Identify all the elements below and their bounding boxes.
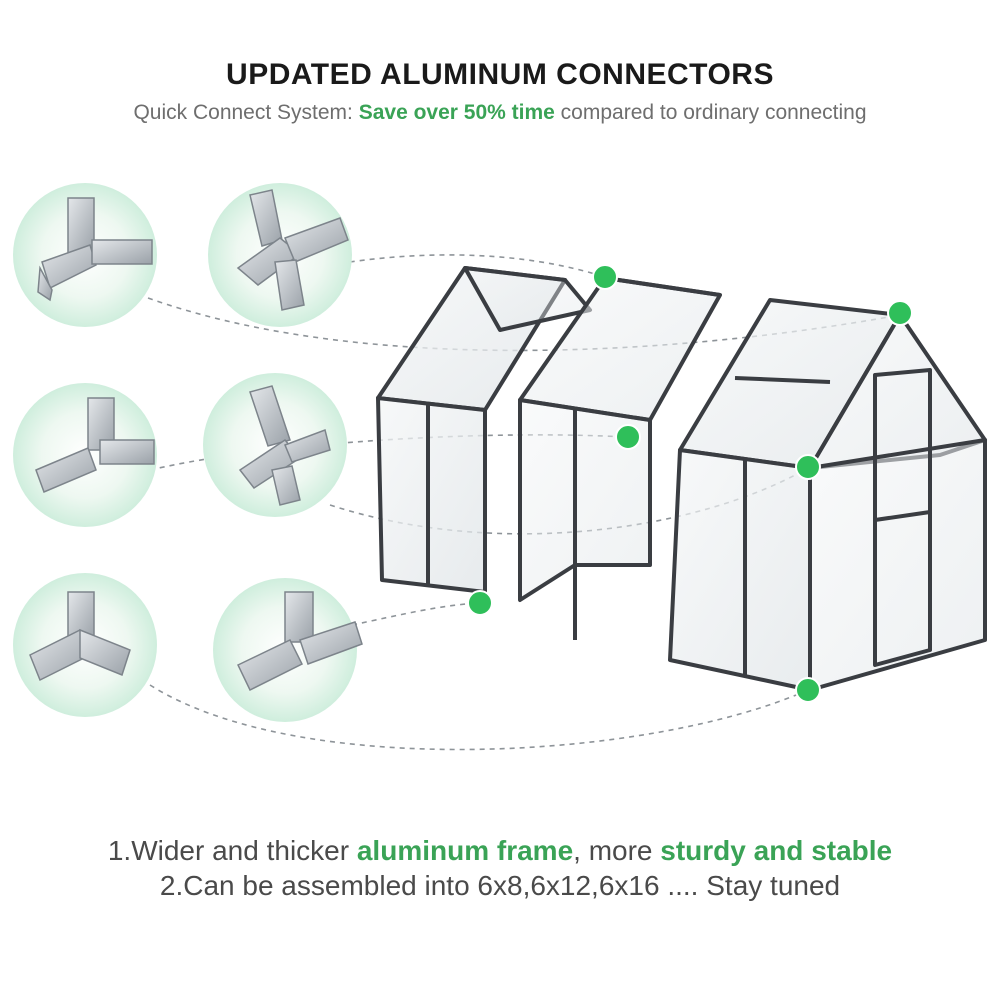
connector-dot bbox=[795, 454, 821, 480]
connector-dot bbox=[795, 677, 821, 703]
y-connector-icon bbox=[35, 397, 155, 493]
connection-line bbox=[351, 602, 481, 626]
subtitle-suffix: compared to ordinary connecting bbox=[554, 101, 867, 124]
connector-circle bbox=[213, 578, 363, 722]
page-subtitle: Quick Connect System: Save over 50% time… bbox=[0, 101, 1000, 125]
feature-1-middle: , more bbox=[573, 835, 661, 866]
connector-dot bbox=[592, 264, 618, 290]
subtitle-highlight: Save over 50% time bbox=[358, 101, 555, 124]
connector-circle bbox=[203, 373, 347, 517]
connector-dot bbox=[467, 590, 493, 616]
connection-line bbox=[149, 684, 809, 751]
feature-1-prefix: 1.Wider and thicker bbox=[107, 835, 357, 866]
connector-dot bbox=[615, 424, 641, 450]
connector-circle bbox=[13, 573, 157, 717]
connector-dot bbox=[887, 300, 913, 326]
feature-1-highlight-1: aluminum frame bbox=[356, 835, 574, 866]
connector-circle bbox=[13, 383, 157, 527]
feature-line-1: 1.Wider and thicker aluminum frame, more… bbox=[0, 835, 1000, 867]
y-connector-icon bbox=[37, 197, 153, 302]
greenhouse-icon bbox=[376, 266, 987, 692]
page-title: UPDATED ALUMINUM CONNECTORS bbox=[226, 58, 774, 91]
cross-connector-icon bbox=[238, 385, 331, 506]
cross-connector-icon bbox=[236, 189, 349, 311]
feature-line-2: 2.Can be assembled into 6x8,6x12,6x16 ..… bbox=[159, 870, 841, 901]
connector-circle bbox=[208, 183, 352, 327]
connector-dots bbox=[467, 264, 913, 703]
t-connector-icon bbox=[29, 591, 131, 682]
connection-line bbox=[329, 254, 606, 278]
connector-circle bbox=[13, 183, 157, 327]
t-connector-icon bbox=[236, 591, 363, 692]
subtitle-prefix: Quick Connect System: bbox=[133, 101, 359, 124]
feature-1-highlight-2: sturdy and stable bbox=[660, 835, 893, 866]
